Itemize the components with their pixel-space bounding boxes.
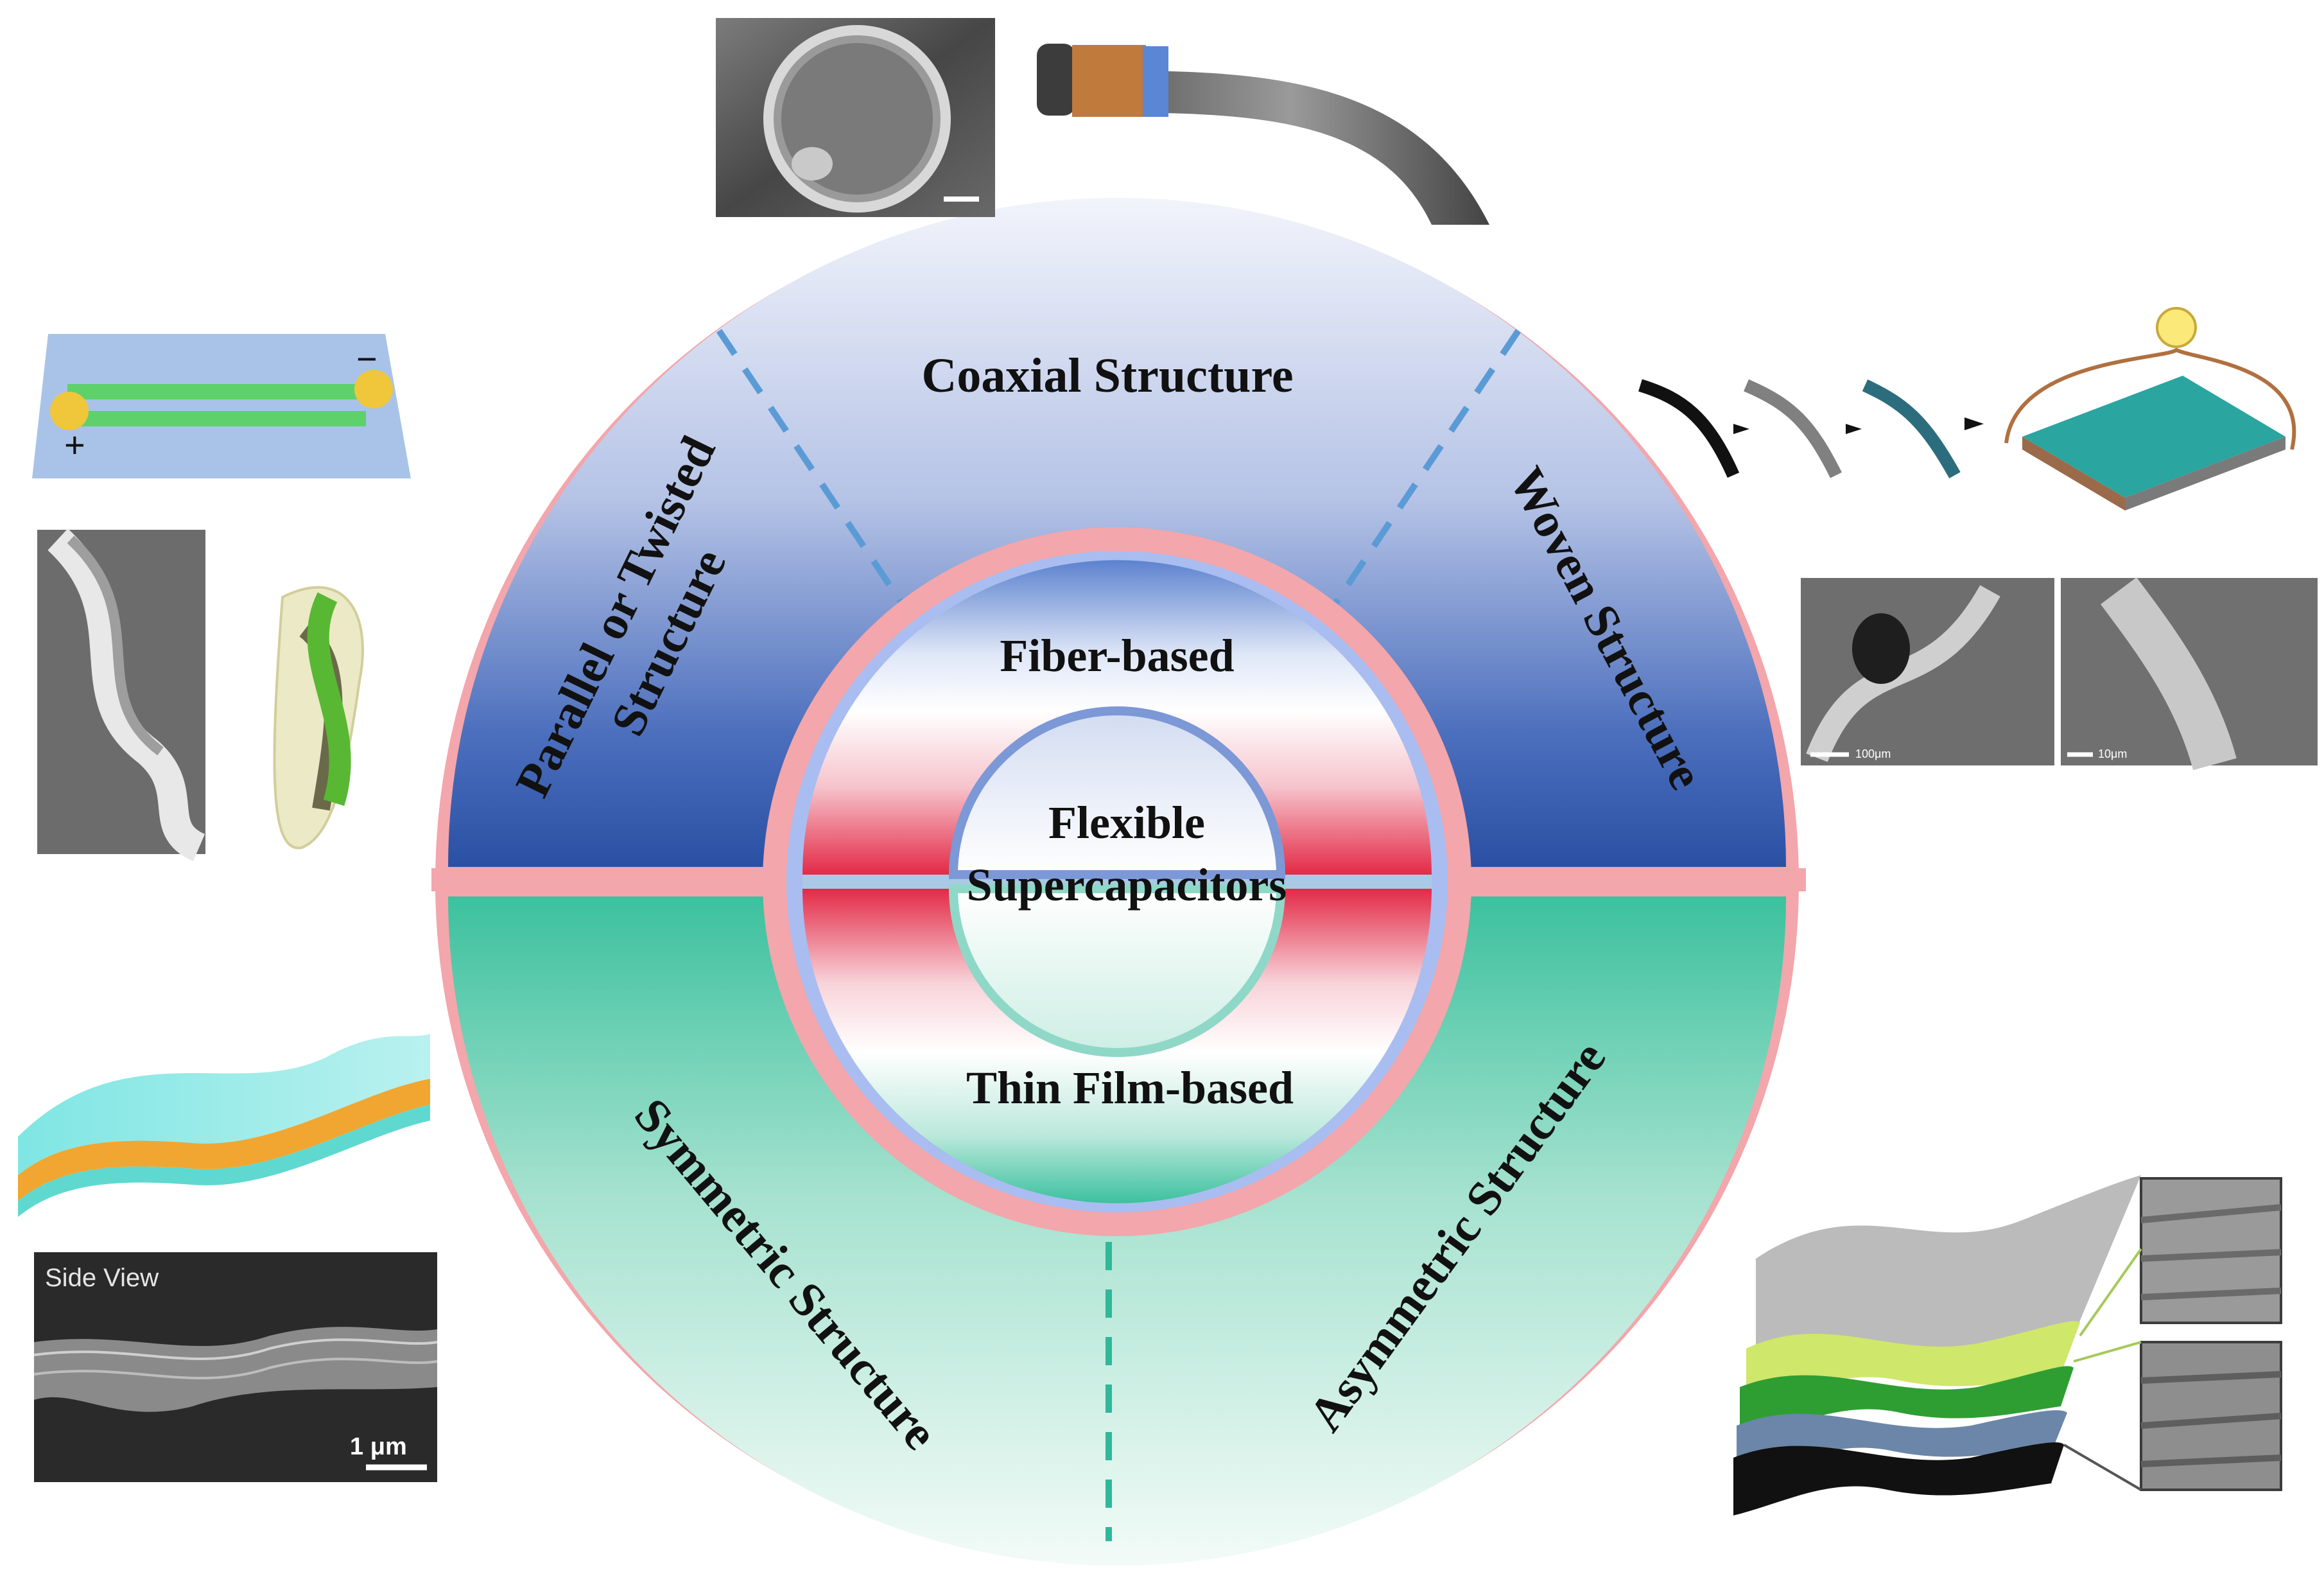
core-top <box>948 706 1286 879</box>
center-label-line2: Supercapacitors <box>967 859 1287 911</box>
divider-left-dashed <box>716 329 905 606</box>
divider-right-dashed <box>1332 329 1522 606</box>
main-disc <box>431 198 1806 1566</box>
side-view-label: Side View <box>45 1264 159 1292</box>
fiber-based-label: Fiber-based <box>1000 630 1234 681</box>
coaxial-sem-image <box>716 18 995 217</box>
twisted-fiber-sem-image <box>37 528 206 862</box>
core-bottom <box>948 884 1286 1057</box>
woven-sem-image-1: 100μm <box>1801 578 2054 765</box>
coaxial-structure-label: Coaxial Structure <box>921 349 1293 403</box>
parallel-electrodes-image: + − <box>32 334 411 478</box>
coaxial-cable-image <box>1037 44 1489 225</box>
horizontal-divider-right <box>1456 868 1806 891</box>
scale-label-100um: 100μm <box>1855 747 1891 760</box>
plus-sign: + <box>64 424 85 465</box>
asymmetric-sem-inset-2 <box>2140 1341 2282 1491</box>
scale-label-1um: 1 μm <box>350 1433 407 1460</box>
asymmetric-inset-leader-lines <box>2063 1248 2142 1491</box>
asymmetric-stack-illustration <box>1733 1175 2141 1515</box>
symmetric-side-view-sem: Side View 1 μm <box>33 1252 438 1482</box>
twisted-fiber-illustration <box>273 586 364 850</box>
woven-sem-image-2: 10μm <box>2061 577 2318 771</box>
symmetric-film-illustration <box>18 1034 430 1217</box>
center-label-line1: Flexible <box>1048 797 1205 848</box>
woven-fiber-sequence-image <box>1638 379 1984 478</box>
light-bulb-icon <box>2156 307 2197 348</box>
woven-textile-device-image <box>2004 307 2296 511</box>
asymmetric-sem-inset-1 <box>2140 1177 2282 1324</box>
film-based-label: Thin Film-based <box>966 1062 1294 1114</box>
scale-label-10um: 10μm <box>2098 747 2127 760</box>
minus-sign: − <box>356 338 377 379</box>
horizontal-divider-left <box>431 868 778 891</box>
